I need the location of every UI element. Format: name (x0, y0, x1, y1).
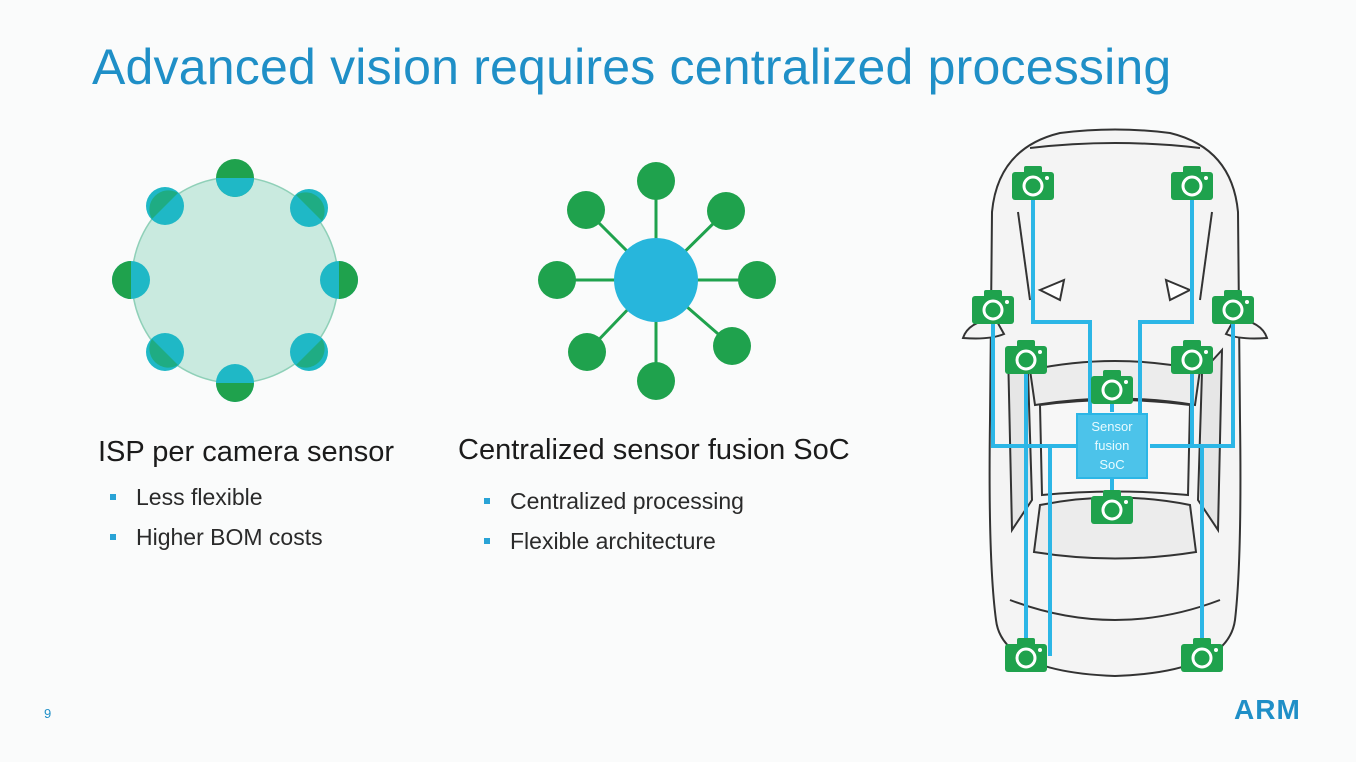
bullet-icon (110, 494, 116, 500)
fusion-bullet-list: Centralized processing Flexible architec… (484, 481, 850, 561)
camera-icon (972, 290, 1014, 324)
hub-node (637, 362, 675, 400)
isp-node (320, 261, 358, 299)
soc-label-line: SoC (1099, 457, 1124, 472)
bullet-icon (110, 534, 116, 540)
central-soc-hub (614, 238, 698, 322)
camera-wiring (991, 186, 1235, 656)
isp-node (290, 189, 328, 227)
hub-nodes (538, 162, 776, 400)
fusion-section: Centralized sensor fusion SoC Centralize… (458, 434, 850, 561)
isp-heading: ISP per camera sensor (98, 436, 395, 468)
camera-icon (1005, 638, 1047, 672)
camera-icon (1212, 290, 1254, 324)
list-item: Centralized processing (484, 481, 850, 521)
slide-title: Advanced vision requires centralized pro… (92, 39, 1172, 95)
isp-node (112, 261, 150, 299)
isp-node (216, 159, 254, 197)
list-item: Less flexible (110, 477, 394, 517)
fusion-heading: Centralized sensor fusion SoC (458, 434, 850, 466)
camera-icon (1091, 490, 1133, 524)
camera-icon (1171, 340, 1213, 374)
isp-section: ISP per camera sensor Less flexible High… (98, 436, 394, 557)
hub-node (567, 191, 605, 229)
isp-node (146, 187, 184, 225)
bullet-text: Less flexible (136, 484, 263, 510)
fusion-hub-diagram (538, 162, 776, 400)
hub-node (738, 261, 776, 299)
camera-icon (1005, 340, 1047, 374)
isp-node (216, 364, 254, 402)
hub-node (637, 162, 675, 200)
bullet-text: Centralized processing (510, 488, 744, 514)
isp-bullet-list: Less flexible Higher BOM costs (110, 477, 394, 557)
isp-node (146, 333, 184, 371)
camera-icon (1181, 638, 1223, 672)
bullet-icon (484, 498, 490, 504)
list-item: Flexible architecture (484, 521, 850, 561)
hub-node (568, 333, 606, 371)
soc-label-line: Sensor (1091, 419, 1133, 434)
camera-icons (972, 166, 1254, 672)
soc-label-line: fusion (1095, 438, 1130, 453)
sensor-fusion-soc-box (1076, 413, 1148, 479)
camera-icon (1171, 166, 1213, 200)
hub-node (713, 327, 751, 365)
bullet-icon (484, 538, 490, 544)
camera-icon (1091, 370, 1133, 404)
hub-node (538, 261, 576, 299)
isp-ring-diagram (112, 159, 358, 402)
camera-icon (1012, 166, 1054, 200)
bullet-text: Higher BOM costs (136, 524, 323, 550)
isp-ring-nodes (112, 159, 358, 402)
bullet-text: Flexible architecture (510, 528, 716, 554)
car-diagram: Sensor fusion SoC (961, 128, 1269, 678)
isp-node (290, 333, 328, 371)
arm-logo: ARM (1234, 694, 1301, 725)
page-number: 9 (44, 706, 52, 721)
list-item: Higher BOM costs (110, 517, 394, 557)
hub-node (707, 192, 745, 230)
